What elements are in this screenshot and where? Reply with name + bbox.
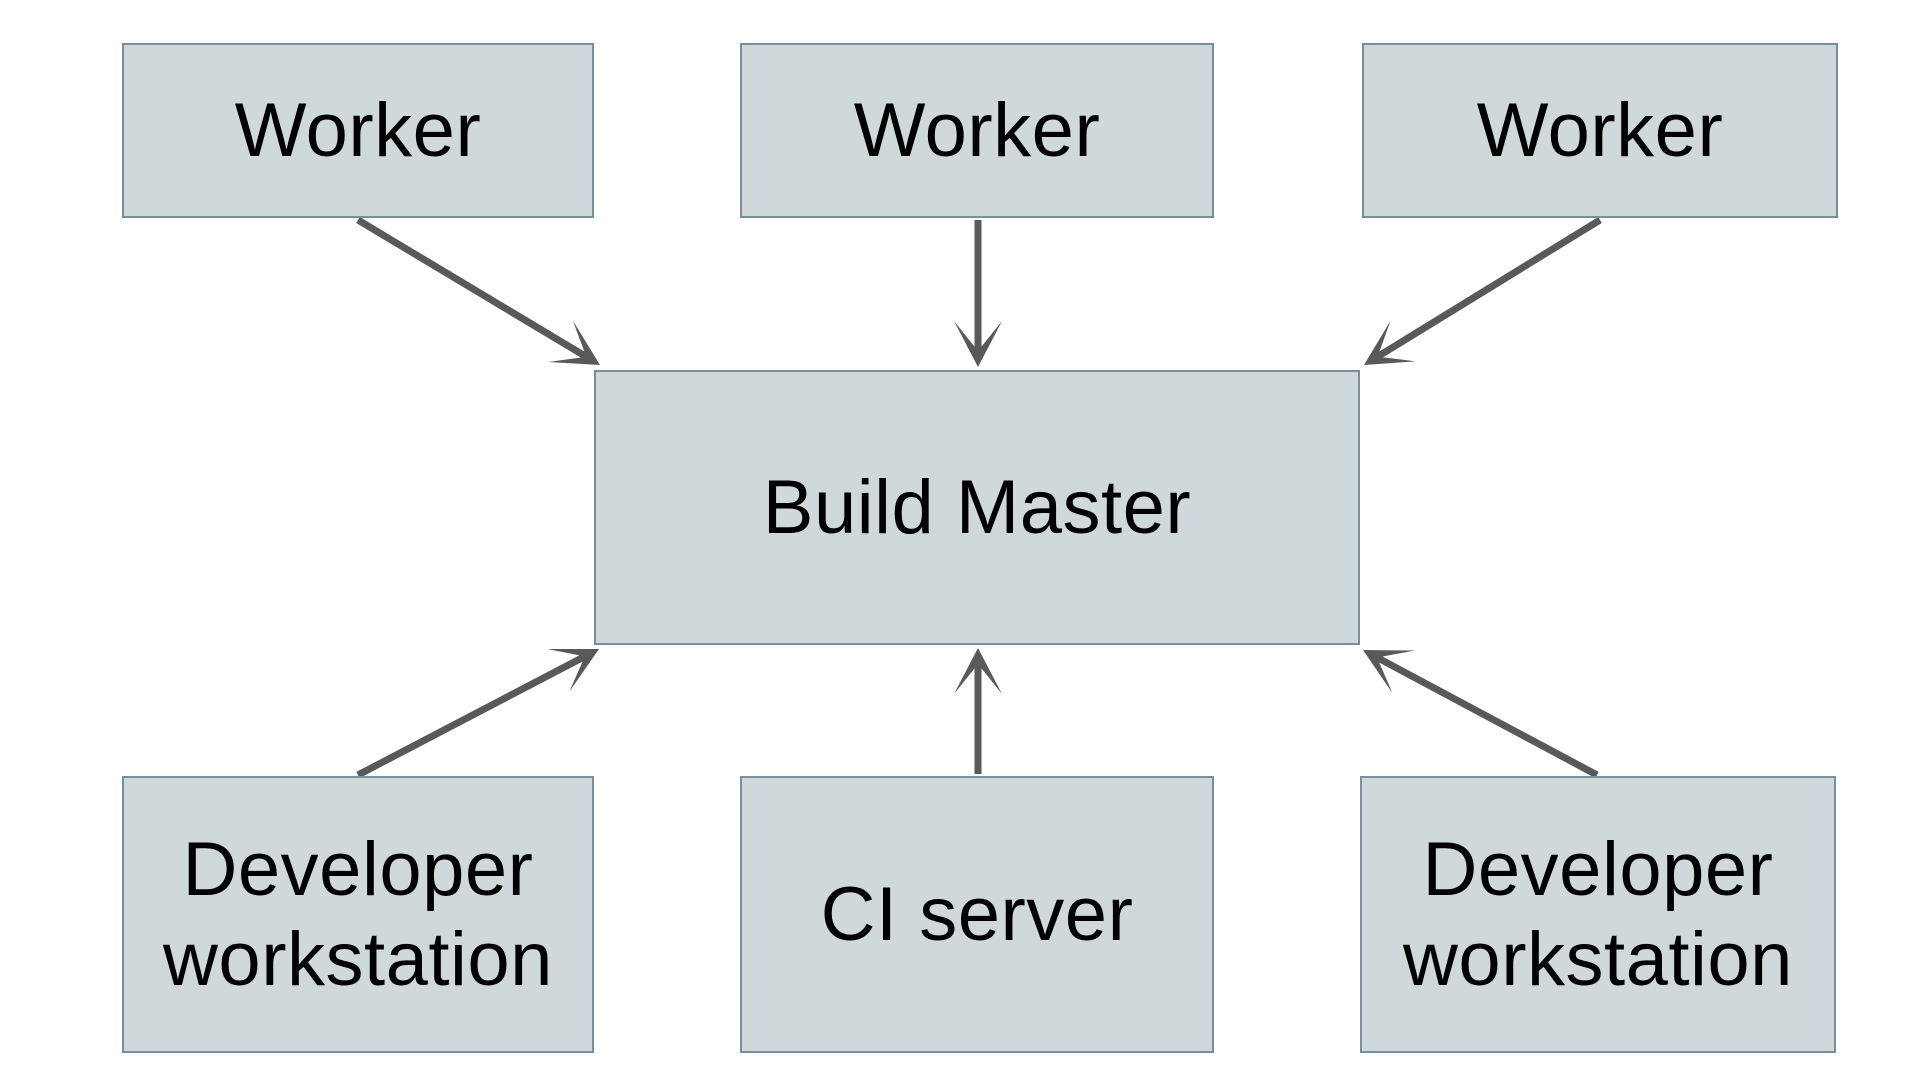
node-developer-workstation-2: Developer workstation xyxy=(1360,776,1836,1053)
node-developer-workstation-1-label: Developer workstation xyxy=(163,826,553,1002)
node-developer-workstation-2-label: Developer workstation xyxy=(1403,826,1793,1002)
node-worker-3: Worker xyxy=(1362,43,1838,218)
node-worker-3-label: Worker xyxy=(1476,87,1724,173)
node-build-master: Build Master xyxy=(594,370,1360,645)
node-worker-1-label: Worker xyxy=(234,87,482,173)
node-worker-1: Worker xyxy=(122,43,594,218)
node-worker-2-label: Worker xyxy=(853,87,1101,173)
node-worker-2: Worker xyxy=(740,43,1214,218)
node-developer-workstation-1: Developer workstation xyxy=(122,776,594,1053)
node-ci-server-label: CI server xyxy=(820,871,1134,957)
node-build-master-label: Build Master xyxy=(762,464,1192,550)
node-ci-server: CI server xyxy=(740,776,1214,1053)
